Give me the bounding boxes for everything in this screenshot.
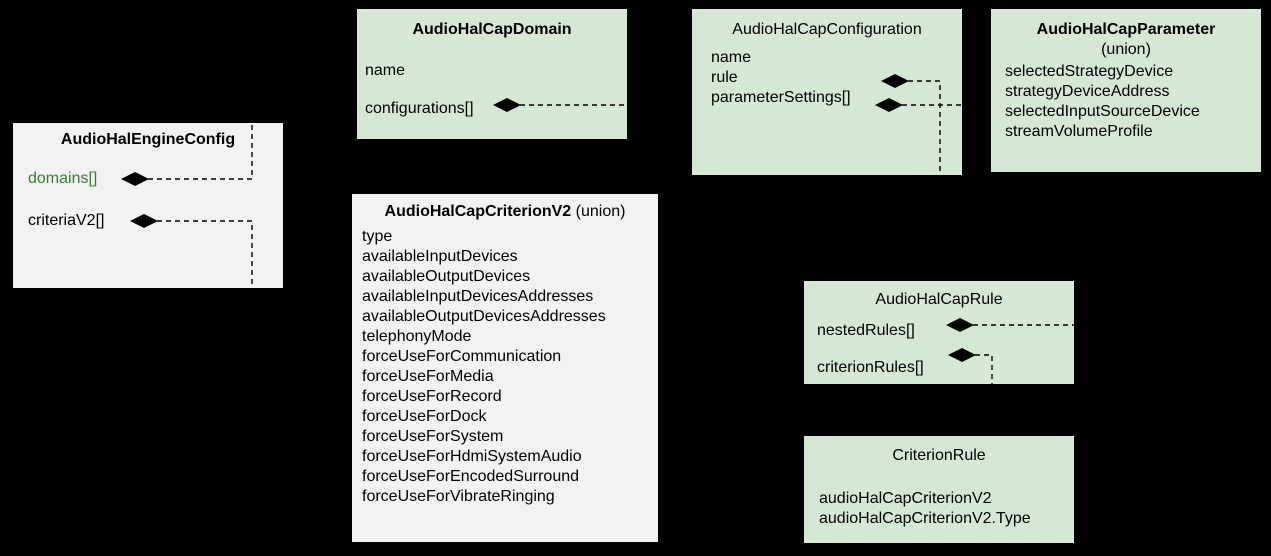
attribute-row-rule[interactable]: rule (692, 70, 962, 86)
class-title-suffix-audiohalcapcriterionv2: (union) (575, 203, 626, 220)
attribute-row-parametersettings[interactable]: parameterSettings[] (692, 90, 962, 106)
attribute-row-forceuseforhdmisystemaudio[interactable]: forceUseForHdmiSystemAudio (352, 449, 658, 465)
attribute-label-availableinputdevicesaddresses: availableInputDevicesAddresses (362, 288, 594, 305)
attribute-label-forceuseformedia: forceUseForMedia (362, 368, 494, 385)
attribute-label-audiohalcapcriterionv2-type: audioHalCapCriterionV2.Type (819, 510, 1031, 527)
class-title-criterionrule: CriterionRule (892, 447, 986, 464)
attribute-row-domains[interactable]: domains[] (13, 171, 283, 187)
class-box-audiohalcapconfiguration[interactable]: AudioHalCapConfiguration name rule param… (692, 9, 962, 175)
attribute-label-forceuseforvibrateringing: forceUseForVibrateRinging (362, 488, 555, 505)
class-title-text-audiohalcapcriterionv2: AudioHalCapCriterionV2 (384, 203, 572, 220)
attribute-label-availableoutputdevicesaddresses: availableOutputDevicesAddresses (362, 308, 606, 325)
attribute-row-forceuseforrecord[interactable]: forceUseForRecord (352, 389, 658, 405)
attribute-label-audiohalcapcriterionv2: audioHalCapCriterionV2 (819, 490, 992, 507)
attribute-row-config-name[interactable]: name (692, 50, 962, 66)
attribute-label-rule: rule (711, 69, 738, 86)
attribute-row-telephonymode[interactable]: telephonyMode (352, 329, 658, 345)
attribute-row-strategydeviceaddress[interactable]: strategyDeviceAddress (991, 84, 1261, 100)
attribute-label-forceusefordock: forceUseForDock (362, 408, 487, 425)
attribute-label-type: type (362, 228, 393, 245)
attribute-row-forceuseforencodedsurround[interactable]: forceUseForEncodedSurround (352, 469, 658, 485)
class-title-audiohalcapparameter: AudioHalCapParameter (1036, 21, 1216, 38)
attribute-row-audiohalcapcriterionv2-type[interactable]: audioHalCapCriterionV2.Type (804, 511, 1074, 527)
attribute-row-audiohalcapcriterionv2[interactable]: audioHalCapCriterionV2 (804, 491, 1074, 507)
attribute-label-telephonymode: telephonyMode (362, 328, 472, 345)
attribute-list-audiohalcapcriterionv2: type availableInputDevices availableOutp… (352, 229, 658, 505)
attribute-label-streamvolumeprofile: streamVolumeProfile (1005, 123, 1153, 140)
attribute-label-selectedinputsourcedevice: selectedInputSourceDevice (1005, 103, 1200, 120)
class-box-criterionrule[interactable]: CriterionRule audioHalCapCriterionV2 aud… (804, 436, 1074, 543)
attribute-row-selectedinputsourcedevice[interactable]: selectedInputSourceDevice (991, 104, 1261, 120)
attribute-label-selectedstrategydevice: selectedStrategyDevice (1005, 63, 1174, 80)
attribute-row-forceuseforcommunication[interactable]: forceUseForCommunication (352, 349, 658, 365)
attribute-row-nestedrules[interactable]: nestedRules[] (804, 323, 1074, 339)
attribute-label-nestedrules: nestedRules[] (817, 322, 915, 339)
attribute-row-selectedstrategydevice[interactable]: selectedStrategyDevice (991, 64, 1261, 80)
attribute-row-availableinputdevicesaddresses[interactable]: availableInputDevicesAddresses (352, 289, 658, 305)
class-title-audiohalcapdomain: AudioHalCapDomain (412, 21, 572, 38)
class-title-audiohalcapconfiguration: AudioHalCapConfiguration (732, 21, 922, 38)
attribute-label-forceuseforrecord: forceUseForRecord (362, 388, 502, 405)
attribute-row-forceuseformedia[interactable]: forceUseForMedia (352, 369, 658, 385)
class-box-audiohalcapparameter[interactable]: AudioHalCapParameter (union) selectedStr… (991, 9, 1261, 172)
attribute-row-availableinputdevices[interactable]: availableInputDevices (352, 249, 658, 265)
class-box-audiohalcapcriterionv2[interactable]: AudioHalCapCriterionV2 (union) type avai… (352, 194, 658, 542)
attribute-label-criterionrules: criterionRules[] (817, 359, 924, 376)
attribute-label-availableoutputdevices: availableOutputDevices (362, 268, 531, 285)
attribute-label-domains: domains[] (28, 170, 98, 187)
attribute-label-name: name (365, 62, 406, 79)
attribute-row-availableoutputdevices[interactable]: availableOutputDevices (352, 269, 658, 285)
attribute-label-parametersettings: parameterSettings[] (711, 89, 851, 106)
attribute-label-config-name: name (711, 49, 752, 66)
class-box-audiohalengineconfig[interactable]: AudioHalEngineConfig domains[] criteriaV… (13, 123, 283, 288)
attribute-row-forceuseforvibrateringing[interactable]: forceUseForVibrateRinging (352, 489, 658, 505)
attribute-row-configurations[interactable]: configurations[] (357, 101, 627, 117)
class-title-audiohalcapcriterionv2: AudioHalCapCriterionV2 (union) (352, 204, 658, 220)
attribute-row-forceusefordock[interactable]: forceUseForDock (352, 409, 658, 425)
attribute-row-type[interactable]: type (352, 229, 658, 245)
attribute-label-forceuseforencodedsurround: forceUseForEncodedSurround (362, 468, 580, 485)
attribute-row-forceuseforsystem[interactable]: forceUseForSystem (352, 429, 658, 445)
class-subtitle-audiohalcapparameter: (union) (1101, 41, 1151, 58)
class-box-audiohalcaprule[interactable]: AudioHalCapRule nestedRules[] criterionR… (804, 281, 1074, 384)
attribute-label-configurations: configurations[] (365, 100, 474, 117)
class-title-audiohalcaprule: AudioHalCapRule (875, 291, 1003, 308)
attribute-label-forceuseforhdmisystemaudio: forceUseForHdmiSystemAudio (362, 448, 582, 465)
attribute-row-availableoutputdevicesaddresses[interactable]: availableOutputDevicesAddresses (352, 309, 658, 325)
attribute-label-strategydeviceaddress: strategyDeviceAddress (1005, 83, 1170, 100)
attribute-row-name[interactable]: name (357, 63, 627, 79)
attribute-label-forceuseforsystem: forceUseForSystem (362, 428, 504, 445)
attribute-label-availableinputdevices: availableInputDevices (362, 248, 518, 265)
attribute-label-forceuseforcommunication: forceUseForCommunication (362, 348, 562, 365)
attribute-row-streamvolumeprofile[interactable]: streamVolumeProfile (991, 124, 1261, 140)
attribute-row-criterionrules[interactable]: criterionRules[] (804, 360, 1074, 376)
attribute-label-criteriav2: criteriaV2[] (28, 212, 105, 229)
class-title-audiohalengineconfig: AudioHalEngineConfig (60, 131, 236, 148)
class-box-audiohalcapdomain[interactable]: AudioHalCapDomain name configurations[] (357, 9, 627, 139)
attribute-row-criteriav2[interactable]: criteriaV2[] (13, 213, 283, 229)
